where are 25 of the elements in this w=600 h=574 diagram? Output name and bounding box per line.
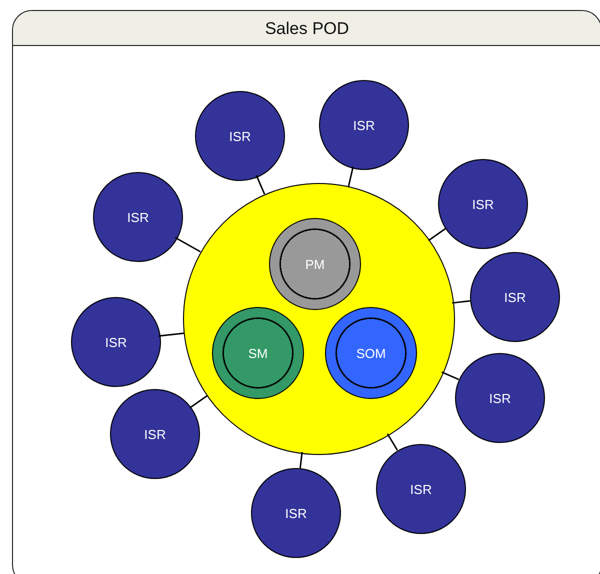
- connector-line: [174, 236, 201, 252]
- member-circle: ISR: [319, 80, 409, 170]
- member-circle: ISR: [376, 444, 466, 534]
- manager-circle: SM: [212, 307, 304, 399]
- member-circle: ISR: [438, 159, 528, 249]
- member-circle: ISR: [110, 389, 200, 479]
- member-circle: ISR: [455, 353, 545, 443]
- member-circle: ISR: [195, 91, 285, 181]
- connector-line: [452, 300, 470, 304]
- connector-line: [428, 228, 446, 242]
- manager-circle: SOM: [325, 307, 417, 399]
- connector-line: [158, 332, 184, 337]
- manager-circle: PM: [269, 218, 361, 310]
- member-circle: ISR: [251, 468, 341, 558]
- member-circle: ISR: [93, 172, 183, 262]
- connector-line: [190, 394, 208, 408]
- connector-line: [256, 175, 266, 194]
- connector-line: [441, 371, 459, 380]
- panel-heading: Sales POD: [264, 19, 350, 39]
- member-circle: ISR: [470, 252, 560, 342]
- connector-line: [386, 433, 398, 451]
- connector-line: [299, 452, 303, 468]
- connector-line: [348, 166, 354, 187]
- member-circle: ISR: [71, 297, 161, 387]
- pod-panel: [12, 10, 600, 574]
